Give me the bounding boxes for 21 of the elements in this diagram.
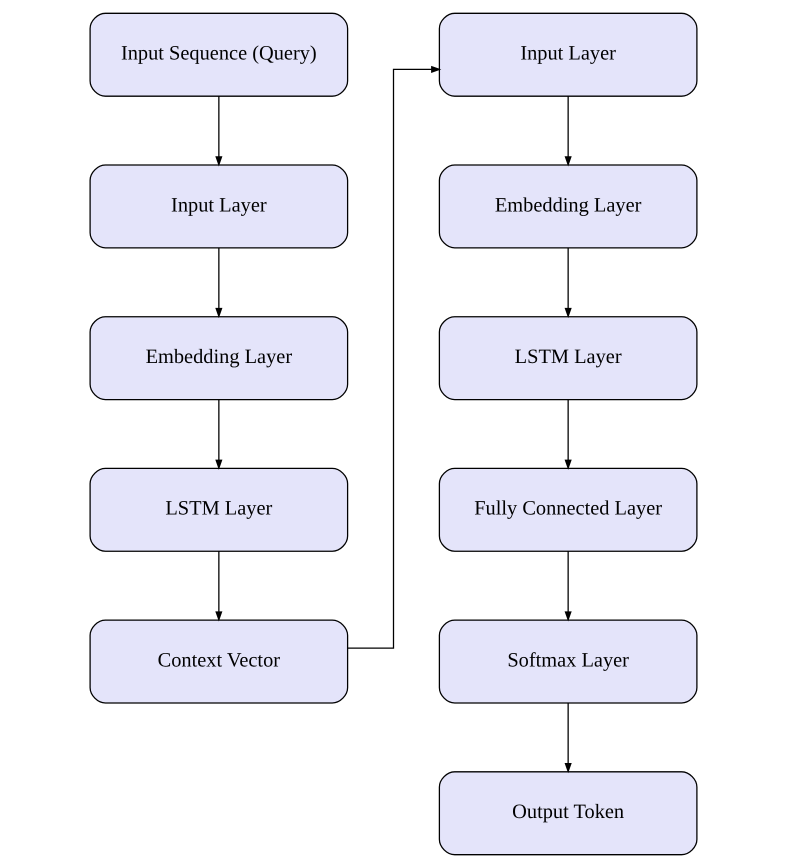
node-box: Input Layer: [88, 164, 348, 249]
node-box: Input Sequence (Query): [88, 12, 348, 97]
arrow: [214, 400, 222, 470]
node-box: Embedding Layer: [438, 164, 698, 249]
node-box: Input Layer: [438, 12, 698, 97]
arrow: [564, 400, 572, 470]
node-box: Softmax Layer: [438, 619, 698, 704]
node-box: Output Token: [438, 771, 698, 856]
node-box: LSTM Layer: [438, 316, 698, 400]
arrow: [564, 703, 572, 774]
arrow: [214, 551, 222, 622]
arrow: [564, 551, 572, 622]
node-box: Context Vector: [88, 619, 348, 704]
arrow: [214, 248, 222, 318]
arrow: [564, 248, 572, 318]
arrow: [564, 96, 572, 166]
node-box: Embedding Layer: [88, 316, 348, 400]
arrow: [347, 66, 441, 649]
arrow: [214, 96, 222, 166]
node-box: Fully Connected Layer: [438, 468, 698, 552]
node-box: LSTM Layer: [88, 468, 348, 552]
